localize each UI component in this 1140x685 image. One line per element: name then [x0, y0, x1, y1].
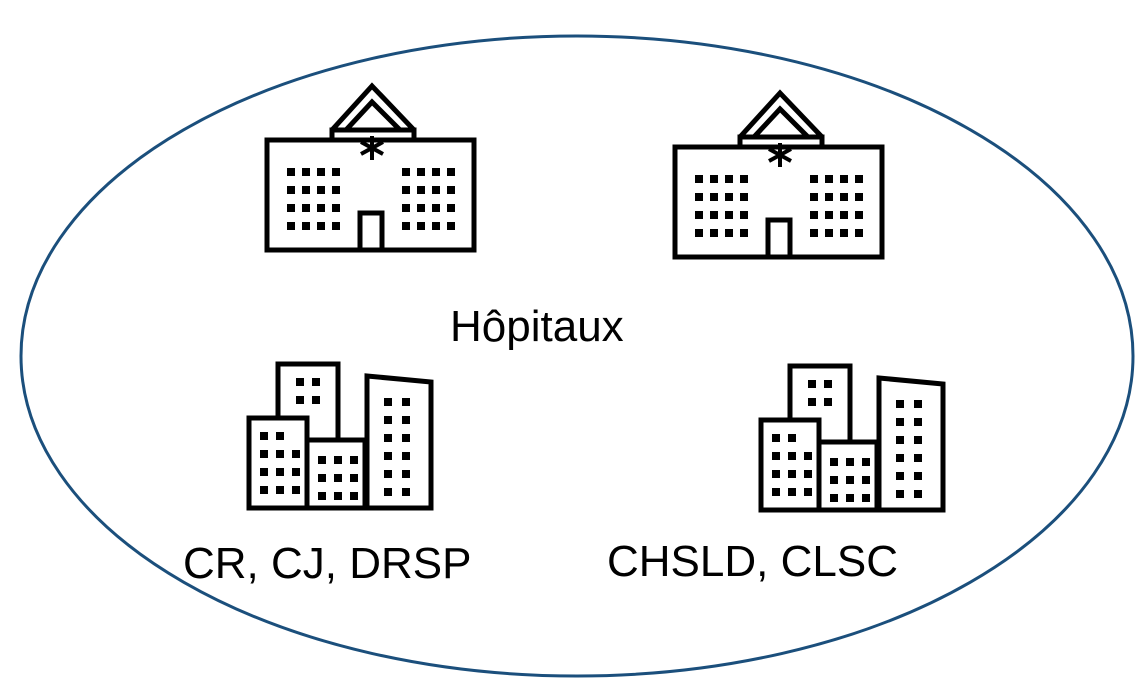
office-buildings-icon — [246, 361, 434, 511]
office-buildings-icon — [758, 363, 946, 513]
group-left-label: CR, CJ, DRSP — [183, 539, 472, 588]
hospitals-label: Hôpitaux — [450, 302, 624, 351]
group-right-label: CHSLD, CLSC — [607, 537, 898, 586]
hospital-icon — [264, 82, 477, 253]
hospital-icon — [672, 89, 885, 260]
ellipse-boundary — [19, 34, 1135, 678]
